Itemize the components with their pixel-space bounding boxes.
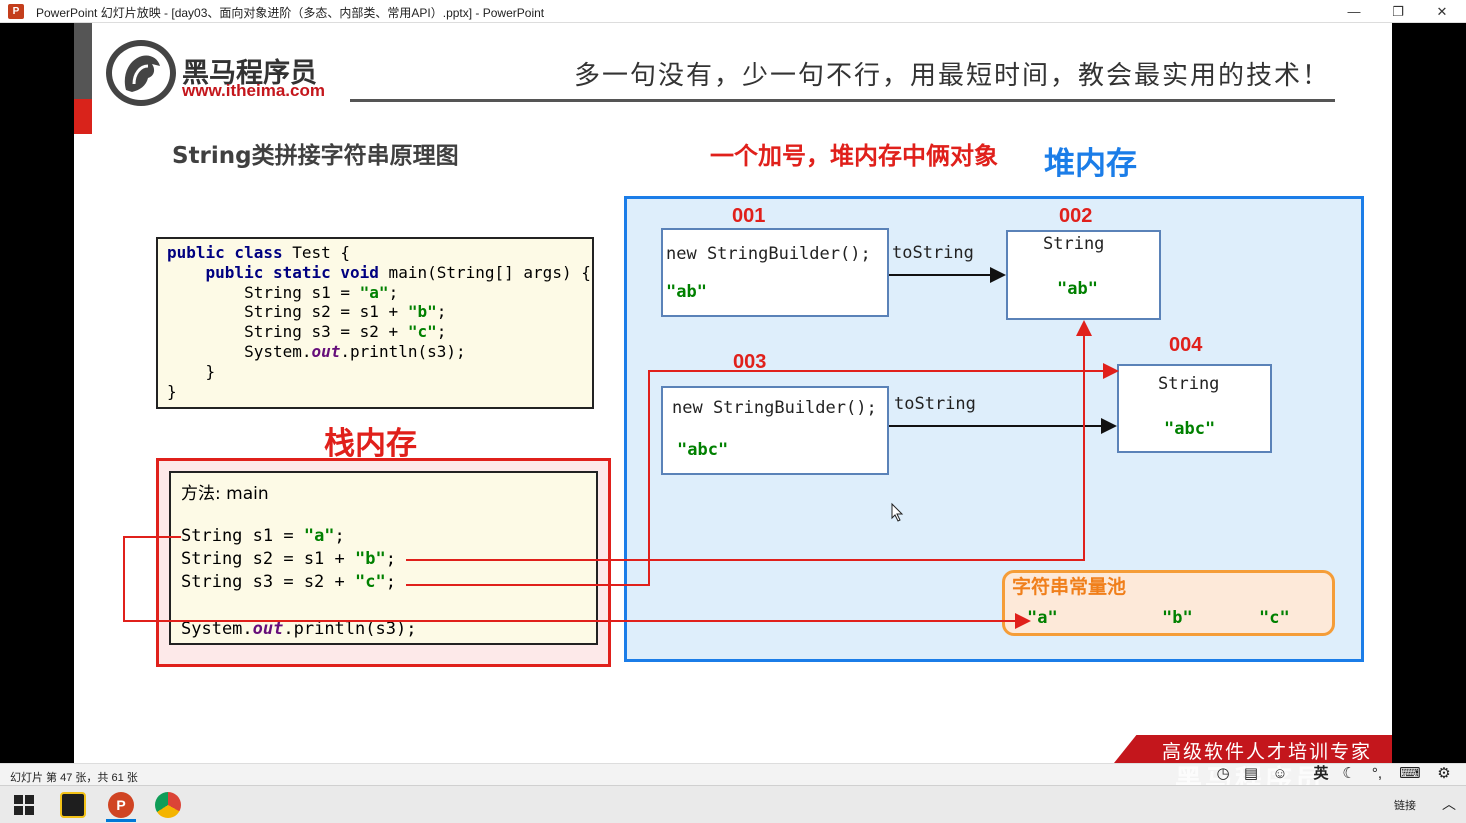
windows-start-icon[interactable]: [14, 795, 34, 815]
taskbar: [0, 785, 1466, 823]
taskbar-link-label[interactable]: 链接: [1394, 800, 1416, 812]
slogan: 多一句没有，少一句不行，用最短时间，教会最实用的技术！: [574, 61, 1331, 91]
notes-icon[interactable]: ▤: [1243, 765, 1259, 782]
footer-slogan: 高级软件人才培训专家: [1162, 741, 1373, 763]
slogan-underline: [350, 99, 1335, 102]
mouse-cursor-icon: [891, 502, 904, 522]
stack-method-label: 方法: main: [181, 484, 269, 504]
s1-reference-arrow: [123, 536, 1031, 629]
heap-object-003-value: "abc": [677, 440, 729, 460]
heap-object-003-type: new StringBuilder();: [672, 398, 877, 418]
restore-button[interactable]: ❐: [1392, 4, 1404, 19]
logo-url: www.itheima.com: [182, 81, 325, 100]
logo-brand-text: 黑马程序员: [182, 58, 317, 89]
code-line: String s3 = s2 + "c";: [167, 322, 447, 342]
tostring-label-1: toString: [892, 243, 974, 263]
stack-frame-main: [169, 471, 598, 645]
heap-heading: 堆内存: [1044, 146, 1137, 182]
window-title: PowerPoint 幻灯片放映 - [day03、面向对象进阶（多态、内部类、…: [36, 6, 545, 20]
logo-red-accent: [74, 99, 92, 134]
s3-reference-arrow: [406, 363, 1119, 586]
slide-counter: 幻灯片 第 47 张，共 61 张: [10, 772, 138, 784]
ime-emoji-icon[interactable]: ☺: [1272, 765, 1288, 782]
code-line: String s1 = "a";: [167, 282, 399, 302]
title-bar: P PowerPoint 幻灯片放映 - [day03、面向对象进阶（多态、内部…: [0, 0, 1466, 23]
stack-line-s3: String s3 = s2 + "c";: [181, 572, 396, 592]
code-line: public static void main(String[] args) {: [205, 262, 591, 282]
string-constant-pool: [1002, 570, 1335, 636]
settings-gear-icon[interactable]: ⚙: [1437, 765, 1451, 782]
pool-value-c: "c": [1259, 608, 1290, 628]
heap-address-004: 004: [1169, 334, 1203, 356]
slide-canvas[interactable]: 黑马程序员 www.itheima.com 多一句没有，少一句不行，用最短时间，…: [74, 23, 1392, 763]
heap-object-004: [1117, 364, 1272, 453]
heap-address-001: 001: [732, 205, 766, 227]
stack-line-s2: String s2 = s1 + "b";: [181, 549, 396, 569]
stack-heading: 栈内存: [324, 426, 417, 462]
reference-arrows: [123, 267, 1119, 629]
footer-banner: [1114, 735, 1392, 763]
code-line: System.out.println(s3);: [167, 341, 466, 361]
chrome-taskbar-icon[interactable]: [155, 792, 181, 818]
active-app-indicator: [106, 819, 136, 822]
ime-language-toggle[interactable]: 英: [1313, 765, 1329, 782]
clock-icon[interactable]: ◷: [1216, 765, 1230, 782]
tostring-label-2: toString: [894, 394, 976, 414]
stack-line-s1: String s1 = "a";: [181, 526, 345, 546]
s2-reference-arrow: [406, 320, 1092, 561]
powerpoint-app-icon: P: [8, 4, 24, 19]
code-line: String s2 = s1 + "b";: [167, 302, 447, 322]
keyboard-icon[interactable]: ⌨: [1399, 765, 1421, 782]
horse-logo-icon: [106, 40, 176, 106]
close-button[interactable]: ✕: [1436, 4, 1448, 19]
pool-value-b: "b": [1162, 608, 1193, 628]
heap-object-004-type: String: [1158, 374, 1220, 394]
heap-address-003: 003: [733, 351, 767, 373]
intellij-taskbar-icon[interactable]: [60, 792, 86, 818]
heap-address-002: 002: [1059, 205, 1093, 227]
string-pool-title: 字符串常量池: [1012, 576, 1127, 598]
diagram-title: String类拼接字符串原理图: [172, 143, 459, 169]
heap-object-001-value: "ab": [666, 282, 707, 302]
minimize-button[interactable]: —: [1347, 4, 1361, 19]
code-snippet: public class Test { public static void m…: [156, 237, 594, 409]
logo-side-bar: [74, 23, 92, 99]
status-bar: 幻灯片 第 47 张，共 61 张: [0, 763, 1466, 785]
heap-object-002: [1006, 230, 1161, 320]
heap-object-002-type: String: [1043, 234, 1105, 254]
heap-object-003: [661, 386, 889, 475]
heap-object-004-value: "abc": [1164, 419, 1216, 439]
tray-expand-chevron-icon[interactable]: ︿: [1442, 796, 1456, 812]
code-line: }: [167, 361, 216, 381]
stack-line-println: System.out.println(s3);: [181, 619, 417, 639]
heap-object-002-value: "ab": [1057, 279, 1098, 299]
powerpoint-taskbar-icon[interactable]: P: [108, 792, 134, 818]
pool-value-a: "a": [1027, 608, 1058, 628]
heap-object-001: [661, 228, 889, 317]
heap-object-001-type: new StringBuilder();: [666, 244, 871, 264]
moon-icon[interactable]: ☾: [1342, 765, 1356, 782]
code-line: public class Test {: [167, 243, 351, 262]
punctuation-icon[interactable]: °,: [1371, 765, 1383, 782]
code-line: }: [167, 381, 177, 401]
diagram-note: 一个加号，堆内存中俩对象: [710, 142, 998, 170]
